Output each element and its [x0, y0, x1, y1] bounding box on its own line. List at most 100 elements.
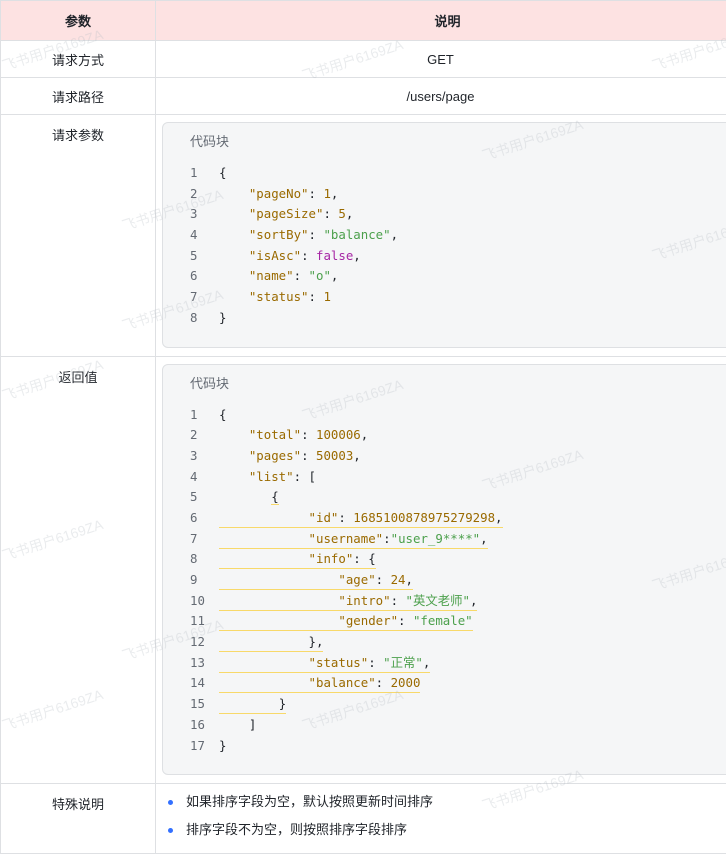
code-text: "pageSize": 5,: [219, 204, 353, 225]
code-text: "info": {: [219, 549, 376, 569]
code-text: "pageNo": 1,: [219, 184, 338, 205]
code-text: "gender": "female": [219, 611, 473, 631]
code-text: {: [219, 405, 226, 426]
code-text: "sortBy": "balance",: [219, 225, 398, 246]
header-param: 参数: [1, 1, 156, 41]
code-text: ]: [219, 715, 256, 736]
code-text: "total": 100006,: [219, 425, 368, 446]
table-row: 特殊说明 如果排序字段为空，默认按照更新时间排序 排序字段不为空，则按照排序字段…: [1, 784, 726, 854]
line-number: 8: [190, 549, 219, 570]
code-line: 14 "balance": 2000: [190, 673, 726, 694]
code-line: 5 "isAsc": false,: [190, 246, 726, 267]
code-block-response: 代码块 1{2 "total": 100006,3 "pages": 50003…: [162, 364, 726, 776]
line-number: 1: [190, 405, 219, 426]
code-text: "username":"user_9****",: [219, 529, 488, 549]
line-number: 16: [190, 715, 219, 736]
line-number: 5: [190, 487, 219, 508]
line-number: 12: [190, 632, 219, 653]
list-item: 如果排序字段为空，默认按照更新时间排序: [168, 792, 726, 820]
line-number: 5: [190, 246, 219, 267]
row-value: /users/page: [156, 78, 726, 115]
code-text: "pages": 50003,: [219, 446, 361, 467]
code-line: 7 "username":"user_9****",: [190, 529, 726, 550]
code-text: {: [219, 487, 279, 508]
code-line: 12 },: [190, 632, 726, 653]
code-line: 16 ]: [190, 715, 726, 736]
line-number: 14: [190, 673, 219, 694]
line-number: 15: [190, 694, 219, 715]
code-line: 17}: [190, 736, 726, 757]
code-line: 3 "pageSize": 5,: [190, 204, 726, 225]
code-line: 7 "status": 1: [190, 287, 726, 308]
code-text: }: [219, 308, 226, 329]
code-line: 10 "intro": "英文老师",: [190, 591, 726, 612]
row-value: 代码块 1{2 "total": 100006,3 "pages": 50003…: [156, 356, 726, 784]
code-text: {: [219, 163, 226, 184]
line-number: 17: [190, 736, 219, 757]
row-value: 如果排序字段为空，默认按照更新时间排序 排序字段不为空，则按照排序字段排序: [156, 784, 726, 854]
code-line: 2 "pageNo": 1,: [190, 184, 726, 205]
line-number: 2: [190, 184, 219, 205]
code-line: 4 "list": [: [190, 467, 726, 488]
code-line: 1{: [190, 405, 726, 426]
line-number: 4: [190, 225, 219, 246]
row-label: 特殊说明: [1, 784, 156, 854]
line-number: 4: [190, 467, 219, 488]
line-number: 13: [190, 653, 219, 674]
line-number: 2: [190, 425, 219, 446]
code-line: 6 "name": "o",: [190, 266, 726, 287]
row-value: GET: [156, 41, 726, 78]
line-number: 10: [190, 591, 219, 612]
code-line: 5 {: [190, 487, 726, 508]
table-row: 返回值 代码块 1{2 "total": 100006,3 "pages": 5…: [1, 356, 726, 784]
code-line: 13 "status": "正常",: [190, 653, 726, 674]
code-text: }: [219, 694, 286, 714]
row-value: 代码块 1{2 "pageNo": 1,3 "pageSize": 5,4 "s…: [156, 115, 726, 357]
code-lines: 1{2 "pageNo": 1,3 "pageSize": 5,4 "sortB…: [190, 163, 726, 329]
code-text: "balance": 2000: [219, 673, 420, 693]
code-line: 2 "total": 100006,: [190, 425, 726, 446]
code-line: 11 "gender": "female": [190, 611, 726, 632]
code-line: 8 "info": {: [190, 549, 726, 570]
line-number: 8: [190, 308, 219, 329]
header-desc: 说明: [156, 1, 726, 41]
row-label: 返回值: [1, 356, 156, 784]
line-number: 7: [190, 287, 219, 308]
code-text: "age": 24,: [219, 570, 413, 590]
code-block-title: 代码块: [190, 133, 726, 163]
code-text: "name": "o",: [219, 266, 338, 287]
line-number: 1: [190, 163, 219, 184]
line-number: 6: [190, 266, 219, 287]
code-block-title: 代码块: [190, 375, 726, 405]
code-text: "list": [: [219, 467, 316, 488]
line-number: 7: [190, 529, 219, 550]
row-label: 请求方式: [1, 41, 156, 78]
code-block-request: 代码块 1{2 "pageNo": 1,3 "pageSize": 5,4 "s…: [162, 122, 726, 348]
table-row: 请求参数 代码块 1{2 "pageNo": 1,3 "pageSize": 5…: [1, 115, 726, 357]
line-number: 11: [190, 611, 219, 632]
code-line: 8}: [190, 308, 726, 329]
code-text: },: [219, 632, 323, 652]
table-row: 请求方式 GET: [1, 41, 726, 78]
line-number: 6: [190, 508, 219, 529]
notes-list: 如果排序字段为空，默认按照更新时间排序 排序字段不为空，则按照排序字段排序: [156, 784, 726, 848]
line-number: 3: [190, 204, 219, 225]
code-line: 1{: [190, 163, 726, 184]
code-text: "status": 1: [219, 287, 331, 308]
row-label: 请求路径: [1, 78, 156, 115]
code-lines: 1{2 "total": 100006,3 "pages": 50003,4 "…: [190, 405, 726, 757]
code-line: 9 "age": 24,: [190, 570, 726, 591]
row-label: 请求参数: [1, 115, 156, 357]
table-row: 请求路径 /users/page: [1, 78, 726, 115]
list-item: 排序字段不为空，则按照排序字段排序: [168, 820, 726, 848]
code-line: 6 "id": 1685100878975279298,: [190, 508, 726, 529]
code-line: 4 "sortBy": "balance",: [190, 225, 726, 246]
line-number: 3: [190, 446, 219, 467]
line-number: 9: [190, 570, 219, 591]
code-text: }: [219, 736, 226, 757]
code-line: 15 }: [190, 694, 726, 715]
code-text: "id": 1685100878975279298,: [219, 508, 503, 528]
table-header: 参数 说明: [1, 1, 726, 41]
code-text: "isAsc": false,: [219, 246, 361, 267]
